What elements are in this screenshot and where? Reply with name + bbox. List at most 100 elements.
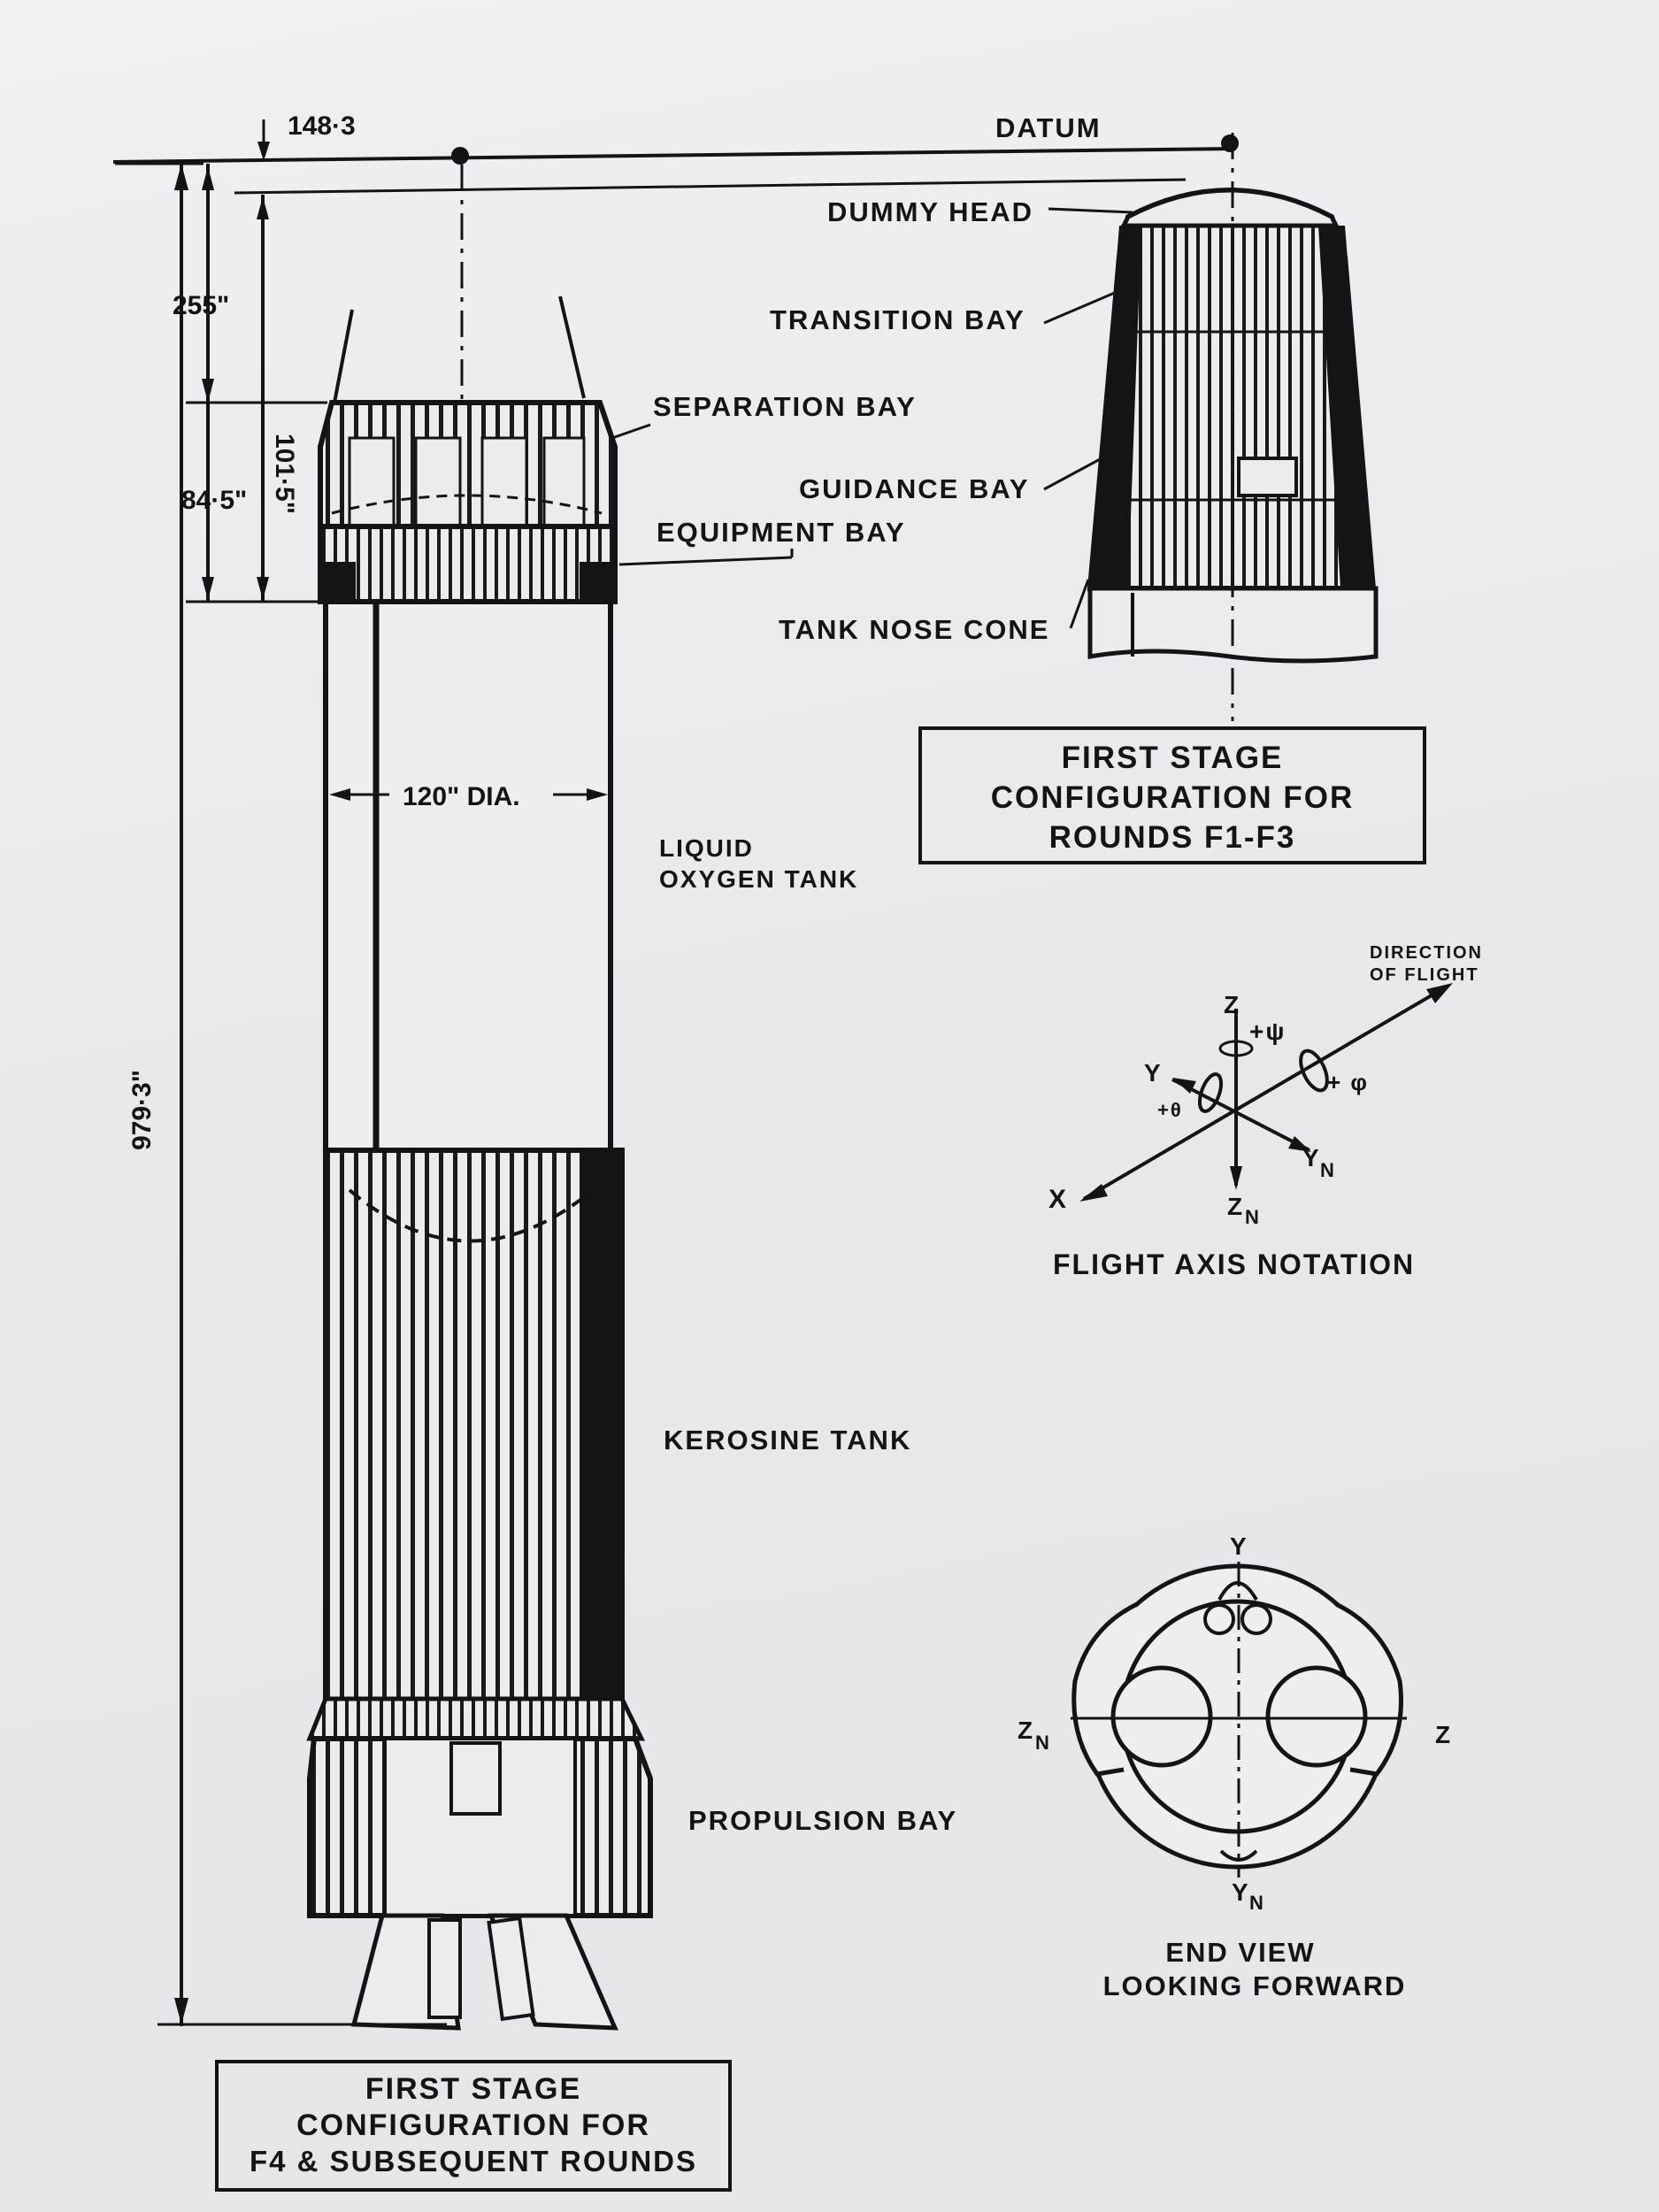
axis-zn-sub: N [1245, 1206, 1261, 1228]
end-view-zn-label: Z [1018, 1717, 1034, 1744]
engine-pipe-left [427, 1918, 462, 2019]
end-view-vernier-right [1240, 1603, 1272, 1635]
tower-leg-left [333, 309, 354, 403]
phi-rotation-icon [1299, 1048, 1329, 1093]
reference-line [234, 178, 1187, 195]
f4-caption: FIRST STAGE CONFIGURATION FOR F4 & SUBSE… [215, 2060, 732, 2192]
axis-zn-arrow [1230, 1166, 1242, 1190]
datum-marker-left [451, 147, 469, 165]
axis-x-arrow-forward [1426, 983, 1453, 1003]
dim-equipment-height: 84·5" [181, 486, 247, 515]
separation-bay-hatch-4 [542, 436, 586, 537]
label-propulsion-bay: PROPULSION BAY [688, 1805, 957, 1836]
flight-axis-notation: DIRECTION OF FLIGHT Z +ψ Y +θ + φ X Y N … [1048, 943, 1481, 1280]
separation-dome [331, 494, 603, 515]
end-view: Y Z N Z Y N END VIEW LOOKING FORWARD [1018, 1532, 1452, 2001]
caption-f4-line-3: F4 & SUBSEQUENT ROUNDS [250, 2145, 697, 2177]
label-tank-nose-cone: TANK NOSE CONE [779, 614, 1049, 645]
psi-rotation-icon [1218, 1040, 1254, 1057]
separation-bay-hatch-3 [480, 436, 528, 537]
equipment-bay-body [318, 524, 618, 604]
axis-yn-sub: N [1320, 1159, 1336, 1181]
axis-z-label: Z [1224, 991, 1240, 1018]
end-view-engine-left [1110, 1665, 1213, 1768]
datum-line [112, 147, 1235, 164]
kerosine-tank [323, 1148, 625, 1737]
dim-diameter: 120" DIA. [403, 782, 520, 811]
propulsion-flare [306, 1696, 646, 1741]
label-kerosine-tank: KEROSINE TANK [664, 1425, 911, 1455]
end-view-bottom-fairing [1219, 1849, 1258, 1862]
end-view-yn-sub: N [1249, 1892, 1265, 1914]
label-separation-bay: SEPARATION BAY [653, 391, 917, 422]
separation-bay-hatch-2 [414, 436, 462, 537]
kerosine-upper-dome [348, 1188, 595, 1243]
end-view-zn-sub: N [1035, 1732, 1051, 1754]
label-liquid-oxygen-2: OXYGEN TANK [659, 865, 858, 893]
inset-guidance-window [1237, 457, 1298, 497]
label-liquid-oxygen-1: LIQUID [659, 834, 754, 862]
end-view-title-2: LOOKING FORWARD [1103, 1970, 1407, 2001]
dim-255-arrow-bottom [202, 379, 214, 403]
datum-marker-right [1221, 134, 1239, 152]
dimension-lines: 148·3 255" 84·5" 101·5" 979·3" 120" DIA. [115, 111, 608, 2026]
end-view-engine-right [1265, 1665, 1368, 1768]
kerosine-tank-shade [580, 1150, 622, 1734]
dim-top-section: 255" [173, 291, 229, 320]
main-rocket [112, 134, 1239, 2031]
caption-f1-f3-line-2: CONFIGURATION FOR [991, 780, 1355, 815]
tank-nose-leader [1069, 579, 1090, 629]
caption-box-f1-f3 [918, 726, 1426, 864]
inset-shade-left [1090, 226, 1141, 588]
axis-psi-label: +ψ [1249, 1018, 1286, 1045]
axis-y-line [1171, 1078, 1310, 1152]
equipment-bay-shade-right [580, 562, 615, 602]
caption-f1-f3-line-1: FIRST STAGE [1062, 741, 1284, 775]
overall-arrow-bottom [174, 1998, 188, 2024]
inset-dummy-head [1119, 188, 1340, 228]
label-guidance-bay: GUIDANCE BAY [799, 473, 1030, 504]
caption-f1-f3-line-3: ROUNDS F1-F3 [1049, 820, 1296, 855]
dim-101-arrow-top [257, 196, 269, 219]
dim-separation-height: 101·5" [270, 434, 299, 514]
axis-notation-title: FLIGHT AXIS NOTATION [1053, 1248, 1415, 1280]
caption-box-f4 [215, 2060, 732, 2192]
end-view-title-1: END VIEW [1165, 1937, 1315, 1968]
end-view-y-label: Y [1230, 1532, 1248, 1560]
dim-top-offset: 148·3 [288, 111, 356, 141]
axis-direction-2: OF FLIGHT [1370, 965, 1479, 985]
equipment-leader [618, 556, 793, 566]
engine-pipe-right [487, 1916, 535, 2022]
end-view-z-label: Z [1435, 1721, 1452, 1748]
axis-zn-label: Z [1227, 1193, 1244, 1220]
axis-theta-label: +θ [1157, 1099, 1183, 1121]
axis-y-label: Y [1144, 1059, 1163, 1087]
transition-leader [1043, 290, 1118, 325]
dim-255-arrow-top [202, 166, 214, 190]
equipment-bay-shade-left [320, 562, 356, 602]
axis-x-arrow-back [1079, 1184, 1108, 1202]
caption-f4-line-2: CONFIGURATION FOR [296, 2108, 650, 2142]
label-equipment-bay: EQUIPMENT BAY [657, 517, 906, 548]
f1-f3-inset: FIRST STAGE CONFIGURATION FOR ROUNDS F1-… [918, 133, 1426, 864]
dummy-head-leader [1048, 207, 1133, 214]
dim-148-arrow [257, 142, 270, 161]
liquid-oxygen-tank [323, 599, 613, 1153]
guidance-leader [1043, 457, 1102, 491]
end-view-vernier-left [1203, 1603, 1235, 1635]
overall-arrow-top [174, 164, 188, 190]
axis-yn-label: Y [1302, 1144, 1321, 1171]
label-dummy-head: DUMMY HEAD [827, 196, 1033, 227]
axis-x-line [1082, 985, 1448, 1201]
theta-rotation-icon [1197, 1072, 1224, 1113]
dia-arrow-left [329, 788, 350, 801]
inset-shade-right [1318, 226, 1373, 588]
separation-bay-hatch-1 [348, 436, 396, 537]
dim-84-arrow [202, 577, 214, 600]
propulsion-bay-hatch [449, 1741, 502, 1816]
dim-overall-length: 979·3" [127, 1070, 157, 1150]
axis-phi-label: + φ [1327, 1069, 1369, 1095]
axis-y-arrow [1172, 1078, 1196, 1094]
axis-yn-arrow [1288, 1136, 1311, 1152]
